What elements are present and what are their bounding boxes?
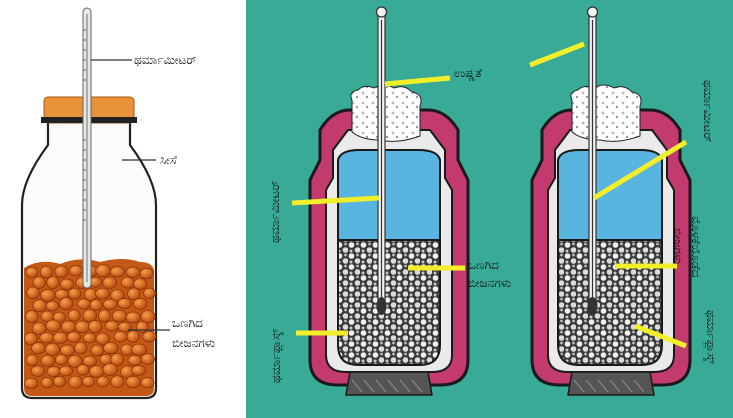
thermometer-label-flask2: ಥರ್ಮಾಮೀಟರ್ — [701, 80, 715, 143]
sprouted-seeds-label-line2: ಬೀಜಗಳು — [671, 228, 685, 264]
dry-seeds-flask-label-line1: ಒಣಗಿದ — [468, 258, 499, 272]
thermos-flask-label-flask1: ಥರ್ಮಾಫ್ಲಾಸ್ಕ್ — [269, 329, 283, 383]
dry-seeds-flask-label-line2: ಬೀಜನಗಳು — [468, 276, 511, 290]
sprouted-seeds-label-line1: ಮೊಳಕೆಯೊಡೆದ — [689, 216, 703, 277]
thermos-flask-label-flask2: ಥರ್ಮಾಫ್ಲಾಸ್ಕ್ — [704, 310, 718, 364]
thermometer-label-flask1: ಥರ್ಮಾಮೀಟರ್ — [268, 180, 282, 243]
heat-label: ಉಷ್ಣತೆ — [454, 66, 482, 80]
